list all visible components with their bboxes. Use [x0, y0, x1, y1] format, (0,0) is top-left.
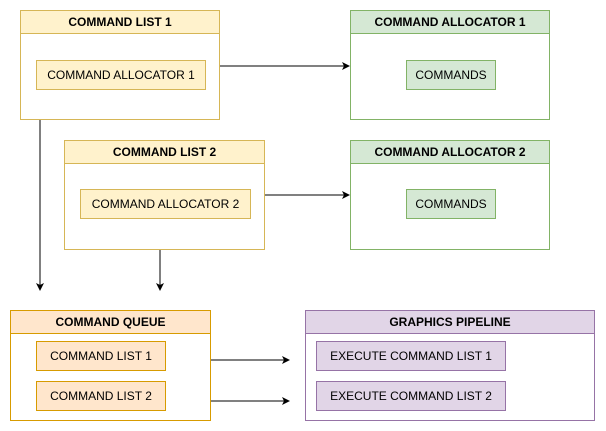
graphics-pipeline-item-2: EXECUTE COMMAND LIST 2 [316, 381, 506, 411]
command-list-1-title: COMMAND LIST 1 [21, 11, 219, 34]
command-allocator-2-box: COMMAND ALLOCATOR 2 COMMANDS [350, 140, 550, 250]
command-allocator-2-title: COMMAND ALLOCATOR 2 [351, 141, 549, 164]
command-allocator-2-commands: COMMANDS [406, 189, 496, 219]
command-list-2-box: COMMAND LIST 2 COMMAND ALLOCATOR 2 [64, 140, 265, 250]
command-allocator-1-commands: COMMANDS [406, 60, 496, 90]
command-list-1-box: COMMAND LIST 1 COMMAND ALLOCATOR 1 [20, 10, 220, 120]
command-list-1-allocator: COMMAND ALLOCATOR 1 [36, 60, 206, 90]
graphics-pipeline-box: GRAPHICS PIPELINE EXECUTE COMMAND LIST 1… [305, 310, 595, 421]
command-list-2-allocator: COMMAND ALLOCATOR 2 [80, 189, 251, 219]
command-allocator-1-box: COMMAND ALLOCATOR 1 COMMANDS [350, 10, 550, 120]
command-queue-box: COMMAND QUEUE COMMAND LIST 1 COMMAND LIS… [10, 310, 211, 421]
command-queue-title: COMMAND QUEUE [11, 311, 210, 334]
command-queue-item-2: COMMAND LIST 2 [36, 381, 166, 411]
command-queue-item-1: COMMAND LIST 1 [36, 341, 166, 371]
command-allocator-1-title: COMMAND ALLOCATOR 1 [351, 11, 549, 34]
command-list-2-title: COMMAND LIST 2 [65, 141, 264, 164]
graphics-pipeline-item-1: EXECUTE COMMAND LIST 1 [316, 341, 506, 371]
graphics-pipeline-title: GRAPHICS PIPELINE [306, 311, 594, 334]
